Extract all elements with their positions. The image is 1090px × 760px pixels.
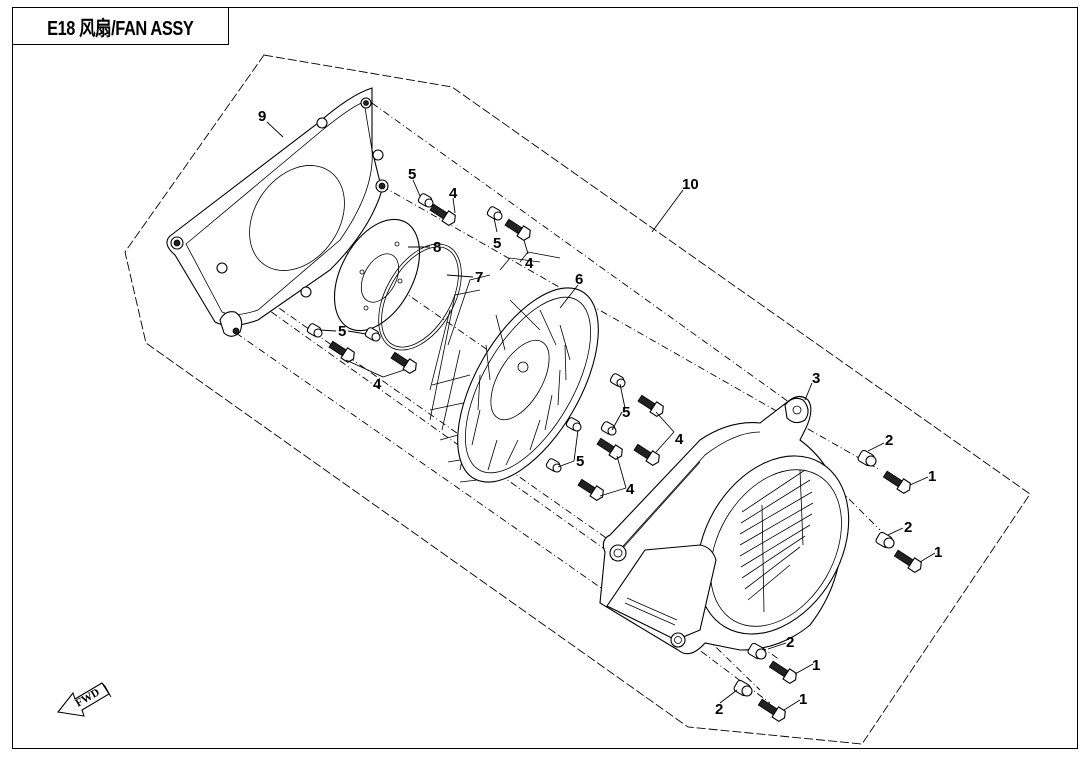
bolts-part-4 bbox=[328, 203, 664, 501]
bolts-part-1 bbox=[757, 470, 922, 722]
callout-5: 5 bbox=[622, 404, 630, 421]
callout-5: 5 bbox=[576, 453, 584, 470]
callout-4: 4 bbox=[675, 431, 684, 448]
callout-4: 4 bbox=[373, 376, 382, 393]
cooling-fan-part-6 bbox=[429, 251, 599, 483]
callout-5: 5 bbox=[408, 166, 416, 183]
forward-arrow-icon: FWD bbox=[56, 682, 112, 717]
callout-5: 5 bbox=[493, 235, 501, 252]
callout-10: 10 bbox=[682, 176, 699, 193]
callout-1: 1 bbox=[799, 691, 807, 708]
o-ring-part-7 bbox=[378, 243, 462, 351]
collars-part-5 bbox=[306, 193, 626, 473]
drawing-frame bbox=[12, 7, 1078, 749]
callout-5: 5 bbox=[338, 323, 346, 340]
callout-4: 4 bbox=[626, 481, 635, 498]
callout-4: 4 bbox=[449, 185, 458, 202]
callout-1: 1 bbox=[812, 657, 820, 674]
page-title: E18 风扇/FAN ASSY bbox=[47, 17, 194, 40]
callout-2: 2 bbox=[715, 701, 723, 718]
callout-1: 1 bbox=[934, 544, 942, 561]
assembly-boundary bbox=[124, 54, 1031, 745]
callout-1: 1 bbox=[928, 468, 936, 485]
collars-part-2 bbox=[733, 449, 895, 697]
callout-labels: 9 10 5 4 5 4 8 7 6 5 4 3 5 4 5 4 2 1 2 1… bbox=[258, 108, 942, 718]
callout-7: 7 bbox=[475, 269, 483, 286]
callout-4: 4 bbox=[525, 255, 534, 272]
callout-8: 8 bbox=[433, 239, 441, 256]
title-box: E18 风扇/FAN ASSY bbox=[12, 7, 229, 45]
callout-2: 2 bbox=[786, 634, 794, 651]
leader-lines bbox=[266, 121, 936, 711]
callout-3: 3 bbox=[812, 370, 820, 387]
fan-cover-part-3 bbox=[599, 395, 850, 655]
plate-part-8 bbox=[333, 218, 421, 332]
callout-2: 2 bbox=[904, 519, 912, 536]
callout-9: 9 bbox=[258, 108, 266, 125]
callout-2: 2 bbox=[885, 432, 893, 449]
shroud-part-9 bbox=[166, 87, 389, 337]
callout-6: 6 bbox=[575, 271, 583, 288]
